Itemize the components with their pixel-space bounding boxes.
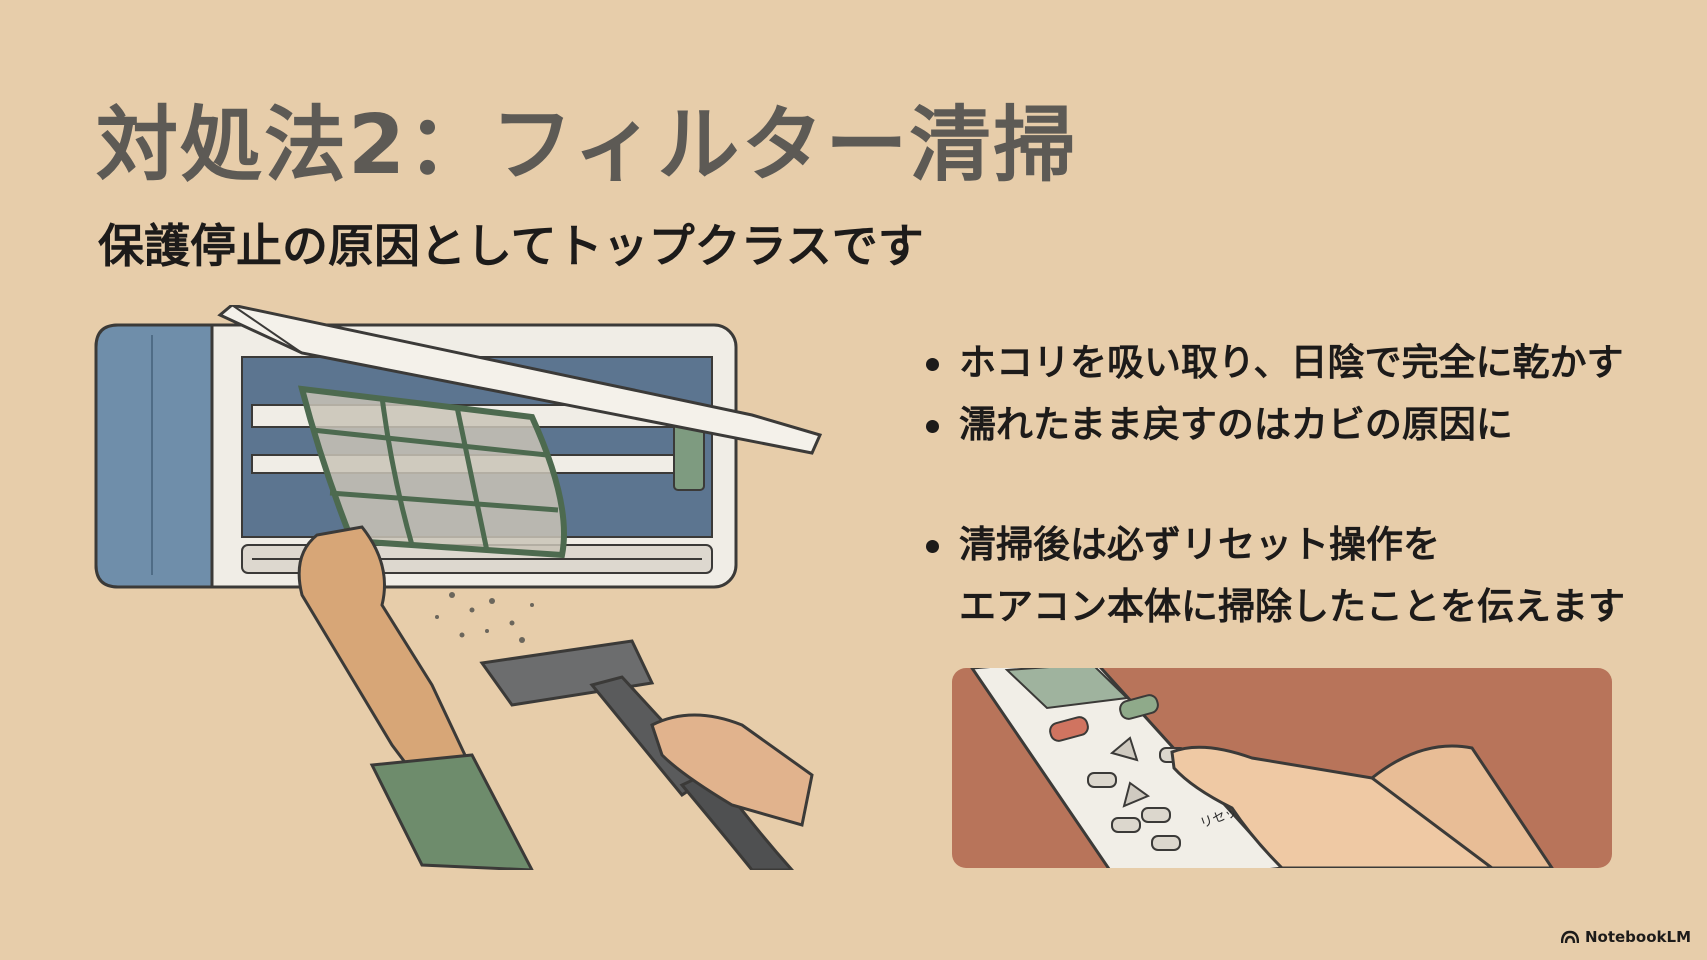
bullet-dot-icon	[926, 420, 939, 433]
bullet-item: 清掃後は必ずリセット操作を	[924, 514, 1684, 576]
remote-reset-illustration: リセット	[952, 668, 1612, 868]
aircon-cleaning-illustration	[94, 305, 823, 870]
notebooklm-logo-icon	[1560, 930, 1579, 944]
notebooklm-brand: NotebookLM	[1560, 928, 1691, 946]
bullet-continuation: エアコン本体に掃除したことを伝えます	[959, 585, 1625, 628]
bullet-dot-icon	[926, 358, 939, 371]
bullet-text: 濡れたまま戻すのはカビの原因に	[959, 403, 1513, 446]
slide-title: 対処法2：フィルター清掃	[96, 98, 1078, 193]
bullet-text: ホコリを吸い取り、日陰で完全に乾かす	[959, 341, 1624, 384]
bullet-item: ホコリを吸い取り、日陰で完全に乾かす	[924, 332, 1684, 394]
bullet-text: 清掃後は必ずリセット操作を	[959, 523, 1440, 566]
brand-label: NotebookLM	[1584, 928, 1691, 946]
slide-subtitle: 保護停止の原因としてトップクラスです	[98, 219, 924, 273]
bullet-list: ホコリを吸い取り、日陰で完全に乾かす 濡れたまま戻すのはカビの原因に 清掃後は必…	[924, 332, 1684, 638]
bullet-item: 濡れたまま戻すのはカビの原因に	[924, 394, 1684, 456]
bullet-dot-icon	[926, 540, 939, 553]
